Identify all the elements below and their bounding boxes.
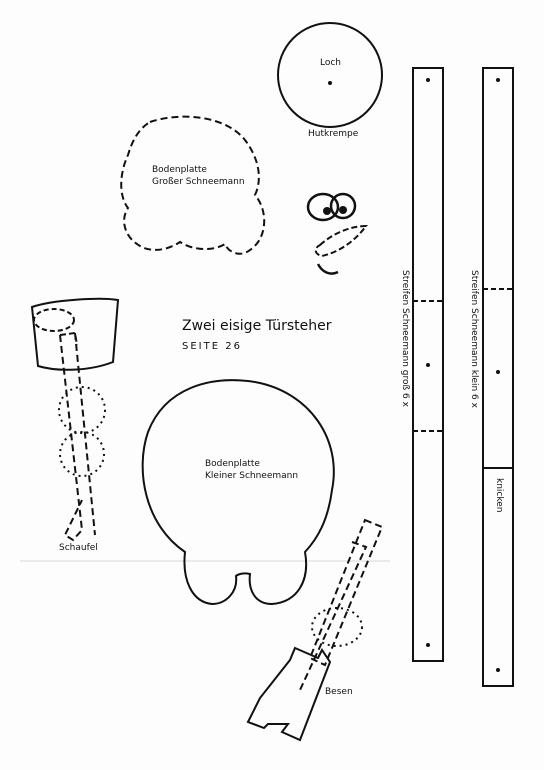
label-hat-brim: Hutkrempe — [308, 129, 359, 139]
label-strip-large: Streifen Schneemann groß 6 x — [400, 270, 410, 407]
label-broom: Besen — [325, 687, 353, 697]
strip-large — [412, 67, 444, 662]
carrot-nose — [314, 224, 368, 258]
snowman-face — [306, 192, 368, 275]
hat-brim-shape — [277, 22, 383, 128]
label-base-large-2: Großer Schneemann — [152, 177, 245, 187]
right-eye — [329, 192, 357, 220]
label-base-small-1: Bodenplatte — [205, 459, 260, 469]
page-subtitle: SEITE 26 — [182, 341, 242, 352]
base-plate-small-outline — [141, 379, 335, 606]
label-base-small-2: Kleiner Schneemann — [205, 471, 299, 481]
hole-dot — [328, 81, 332, 85]
base-plate-large-outline — [120, 115, 266, 255]
label-hole: Loch — [320, 58, 342, 68]
page-title: Zwei eisige Türsteher — [182, 318, 332, 334]
mouth — [316, 263, 339, 275]
shovel-shape — [30, 297, 120, 542]
label-base-large-1: Bodenplatte — [152, 165, 207, 175]
broom-shape — [246, 518, 384, 742]
label-fold: knicken — [494, 478, 504, 513]
left-eye — [306, 192, 340, 222]
label-strip-small: Streifen Schneemann klein 6 x — [469, 270, 479, 408]
strip-small — [482, 67, 514, 687]
label-shovel: Schaufel — [59, 543, 98, 553]
